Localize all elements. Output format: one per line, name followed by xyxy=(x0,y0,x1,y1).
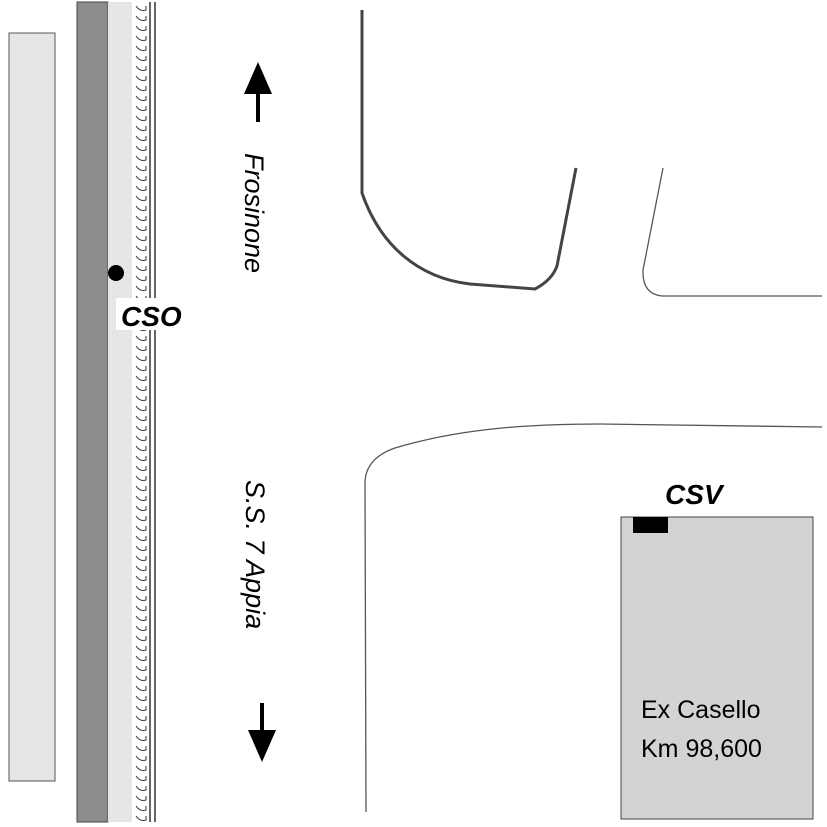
railway-tick xyxy=(135,635,147,641)
side-strip-light xyxy=(8,32,56,782)
railway-tick xyxy=(135,655,147,661)
railway-tick xyxy=(135,15,147,21)
railway-tick xyxy=(135,545,147,551)
railway-tick xyxy=(135,65,147,71)
railway-tick xyxy=(135,465,147,471)
railway-tick xyxy=(135,785,147,791)
curb-line-north-east xyxy=(642,167,822,297)
railway-tick xyxy=(135,715,147,721)
railway-tick xyxy=(135,185,147,191)
railway-tick xyxy=(135,195,147,201)
destination-label: Frosinone xyxy=(239,153,269,273)
railway-tick xyxy=(135,335,147,341)
railway-tick xyxy=(135,485,147,491)
railway-tick xyxy=(135,435,147,441)
arrow-up-icon xyxy=(244,62,272,122)
railway-tick xyxy=(135,755,147,761)
railway-tick xyxy=(135,425,147,431)
railway-tick xyxy=(135,665,147,671)
railway-tick xyxy=(135,75,147,81)
railway-tick xyxy=(135,375,147,381)
csv-marker xyxy=(633,517,668,533)
building-name-label: Ex Casello xyxy=(641,696,761,724)
railway-tick xyxy=(135,105,147,111)
railway-tick xyxy=(135,355,147,361)
railway-tick xyxy=(135,625,147,631)
railway-tick xyxy=(135,155,147,161)
railway-tick xyxy=(135,45,147,51)
railway-tick xyxy=(135,415,147,421)
building-km-label: Km 98,600 xyxy=(641,735,762,763)
railway-tick xyxy=(135,815,147,821)
railway-tick xyxy=(135,745,147,751)
railway-tick xyxy=(135,345,147,351)
railway-tick xyxy=(135,495,147,501)
cso-label: CSO xyxy=(121,301,182,332)
cso-label-bg xyxy=(116,298,160,330)
railway-tick xyxy=(135,225,147,231)
railway-tick xyxy=(135,675,147,681)
csv-label: CSV xyxy=(665,479,725,510)
road-name-label: S.S. 7 Appia xyxy=(240,480,270,629)
railway-tick xyxy=(135,275,147,281)
railway-tick xyxy=(135,5,147,11)
railway-tick xyxy=(135,455,147,461)
railway-tick xyxy=(135,215,147,221)
railway-tick xyxy=(135,565,147,571)
railway-tick xyxy=(135,725,147,731)
railway-tick xyxy=(135,135,147,141)
arrow-down-icon xyxy=(248,703,276,762)
railway-tick xyxy=(135,575,147,581)
railway-tick xyxy=(135,365,147,371)
railway-tick xyxy=(135,525,147,531)
railway-tick xyxy=(135,115,147,121)
railway-tick xyxy=(135,25,147,31)
sidewalk-strip xyxy=(108,2,132,822)
railway-tick xyxy=(135,605,147,611)
railway-tick xyxy=(135,35,147,41)
railway-tick xyxy=(135,475,147,481)
railway-tick xyxy=(135,735,147,741)
railway-tick xyxy=(135,515,147,521)
railway-tick xyxy=(135,535,147,541)
railway-tick xyxy=(135,805,147,811)
railway-tick xyxy=(135,705,147,711)
railway-tick xyxy=(135,595,147,601)
cso-marker xyxy=(108,265,124,281)
railway-tick xyxy=(135,125,147,131)
railway-tick xyxy=(135,585,147,591)
railway-tick xyxy=(135,165,147,171)
railway-tick xyxy=(135,55,147,61)
railway-tick xyxy=(135,505,147,511)
railway-tick xyxy=(135,445,147,451)
curb-line-north-west xyxy=(360,10,578,291)
railway-tick xyxy=(135,235,147,241)
railway-tick xyxy=(135,795,147,801)
railway-tick xyxy=(135,555,147,561)
railway-line xyxy=(135,2,156,822)
railway-tick xyxy=(135,395,147,401)
railway-tick xyxy=(135,205,147,211)
railway-tick xyxy=(135,385,147,391)
railway-tick xyxy=(135,615,147,621)
railway-tick xyxy=(135,245,147,251)
railway-tick xyxy=(135,685,147,691)
railway-tick xyxy=(135,695,147,701)
curb-line-south xyxy=(364,423,823,813)
building-ex-casello xyxy=(620,516,814,820)
side-strip-dark xyxy=(76,1,109,823)
railway-tick xyxy=(135,95,147,101)
railway-tick xyxy=(135,85,147,91)
railway-tick xyxy=(135,405,147,411)
railway-tick xyxy=(135,765,147,771)
railway-tick xyxy=(135,255,147,261)
railway-tick xyxy=(135,145,147,151)
railway-tick xyxy=(135,285,147,291)
railway-tick xyxy=(135,265,147,271)
railway-tick xyxy=(135,175,147,181)
railway-tick xyxy=(135,645,147,651)
railway-tick xyxy=(135,775,147,781)
